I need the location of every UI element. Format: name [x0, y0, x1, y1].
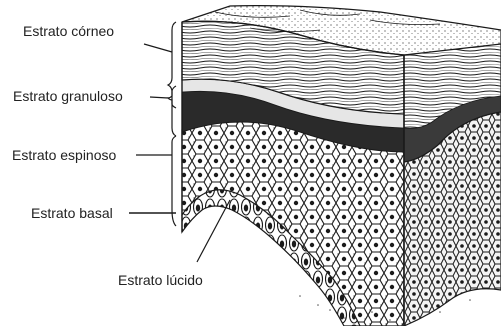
label-stratum-granulosum: Estrato granuloso: [13, 88, 123, 104]
leader-line-granulosum: [150, 97, 168, 98]
corneum-brace: [168, 22, 176, 136]
stratum-spinosum-region: [182, 120, 404, 326]
label-stratum-lucidum: Estrato lúcido: [118, 272, 203, 288]
label-stratum-basale: Estrato basal: [31, 205, 113, 221]
label-stratum-spinosum: Estrato espinoso: [12, 147, 116, 163]
leader-line-corneum: [144, 44, 172, 52]
label-stratum-corneum: Estrato córneo: [23, 23, 114, 39]
